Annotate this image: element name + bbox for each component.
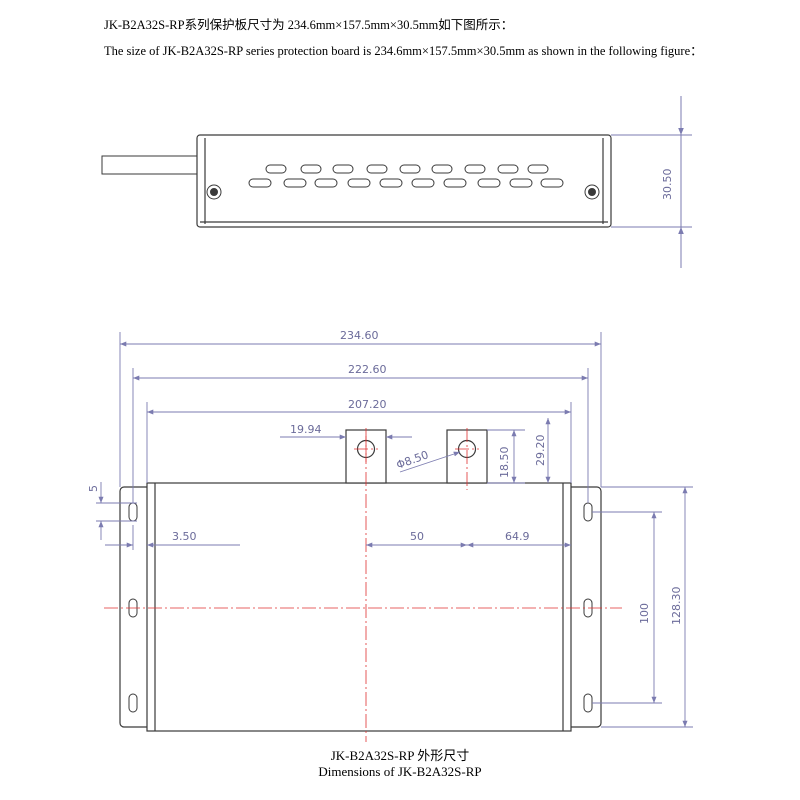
dimension-lines [96,332,693,728]
label-overall-width: 234.60 [340,329,379,342]
header-line-chinese: JK-B2A32S-RP系列保护板尺寸为 234.6mm×157.5mm×30.… [104,18,514,32]
side-screw-left [206,184,222,200]
cable [101,155,199,175]
side-view: 30.50 [101,96,692,268]
vent-slots-top [265,164,549,174]
label-flange-holes: 222.60 [348,363,387,376]
label-terminal-offset: 19.94 [290,423,322,436]
label-terminal-spacing: 50 [410,530,424,543]
label-body-width: 207.20 [348,398,387,411]
label-terminal-height: 18.50 [498,447,511,479]
caption-english: Dimensions of JK-B2A32S-RP [318,764,482,779]
label-right-offset: 64.9 [505,530,530,543]
label-slot-height: 5 [87,485,100,492]
label-terminal-total: 29.20 [534,435,547,467]
board-body [146,482,572,732]
center-lines [104,428,622,742]
dim-side-height [611,96,692,268]
vent-slots-bottom [248,178,564,188]
top-view: 234.60 222.60 207.20 19.94 Φ8.50 18.50 2… [87,329,693,742]
label-side-height: 30.50 [661,169,674,201]
label-overall-height: 128.30 [670,587,683,626]
side-screw-right [584,184,600,200]
caption-chinese: JK-B2A32S-RP 外形尺寸 [330,748,470,763]
label-edge-offset: 3.50 [172,530,197,543]
label-hole-spacing: 100 [638,603,651,624]
side-view-body [196,134,612,228]
header-line-english: The size of JK-B2A32S-RP series protecti… [104,44,703,58]
